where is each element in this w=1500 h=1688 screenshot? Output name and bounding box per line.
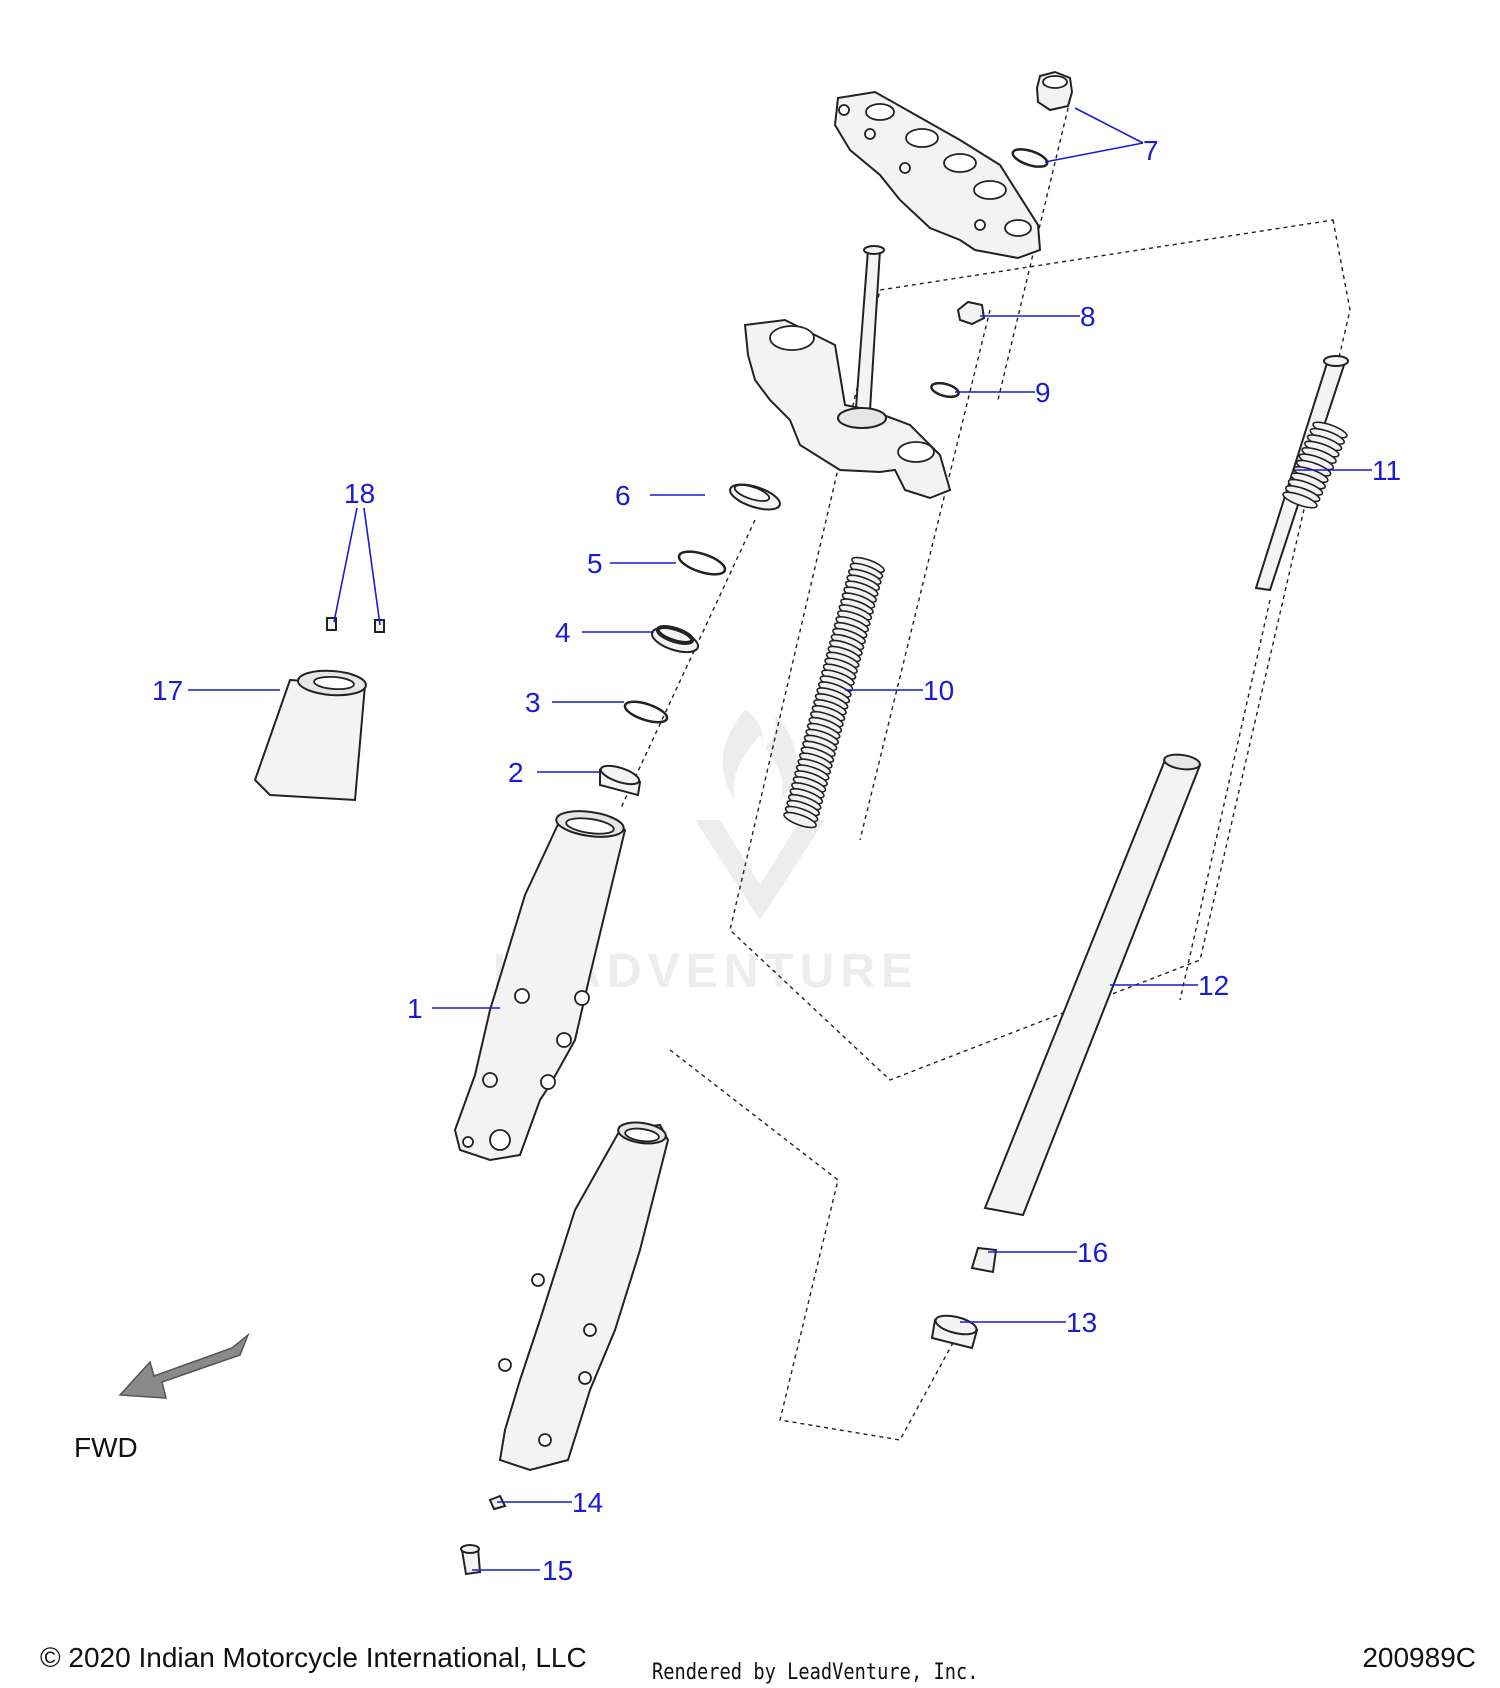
part-1-outer-fork-slider <box>453 810 627 1162</box>
part-13-bushing <box>930 1314 979 1350</box>
callout-16: 16 <box>1077 1237 1108 1268</box>
dashed-line-6-2 <box>619 519 756 811</box>
copyright-text: © 2020 Indian Motorcycle International, … <box>40 1642 587 1673</box>
callout-13: 13 <box>1066 1307 1097 1338</box>
callout-8: 8 <box>1080 301 1096 332</box>
callout-7: 7 <box>1143 135 1159 166</box>
part-15-bolt <box>460 1544 482 1576</box>
part-3-washer <box>623 700 669 724</box>
part-6-cap <box>729 483 781 511</box>
callout-18: 18 <box>344 478 375 509</box>
drawing-code: 200989C <box>1362 1642 1476 1673</box>
damper-spring-coil <box>1282 491 1318 509</box>
leader-7 <box>1044 107 1144 163</box>
part-7-nut-and-oring <box>1011 70 1074 168</box>
forward-label: FWD <box>74 1432 138 1463</box>
arrow-icon <box>118 1332 250 1399</box>
part-18-screws <box>326 617 385 633</box>
dashed-line-9-10 <box>859 309 991 841</box>
callout-6: 6 <box>615 480 631 511</box>
callout-5: 5 <box>587 548 603 579</box>
part-8-nut <box>956 300 986 326</box>
callout-4: 4 <box>555 617 571 648</box>
v-watermark-icon <box>695 820 825 920</box>
dashed-loop-lower <box>669 1049 961 1441</box>
spring-coil <box>783 811 817 829</box>
callout-3: 3 <box>525 687 541 718</box>
part-10-fork-spring <box>783 556 885 829</box>
callout-labels: 7 8 9 11 6 5 4 3 2 10 12 1 16 13 14 15 1… <box>152 135 1401 1586</box>
leader-lines <box>188 107 1372 1571</box>
part-17-fork-guard <box>253 669 367 802</box>
callout-9: 9 <box>1035 377 1051 408</box>
forward-direction-arrow <box>118 1332 250 1399</box>
callout-10: 10 <box>923 675 954 706</box>
part-5-snap-ring <box>677 550 727 576</box>
callout-15: 15 <box>542 1555 573 1586</box>
flame-watermark-icon <box>722 710 797 800</box>
part-4-oil-seal <box>650 625 700 654</box>
part-2-bushing <box>599 764 642 797</box>
part-16-bushing <box>970 1246 998 1274</box>
part-9-washer <box>930 381 960 399</box>
part-11-damper-rod <box>1254 355 1349 592</box>
callout-14: 14 <box>572 1487 603 1518</box>
callout-2: 2 <box>508 757 524 788</box>
callout-1: 1 <box>407 993 423 1024</box>
callout-12: 12 <box>1198 970 1229 1001</box>
dashed-loop-upper <box>729 219 1351 1081</box>
callout-17: 17 <box>152 675 183 706</box>
lower-triple-clamp <box>743 245 952 500</box>
upper-triple-clamp <box>833 90 1042 260</box>
dashed-line-11-12 <box>1179 599 1271 1001</box>
part-12-fork-tube <box>983 753 1202 1217</box>
rendered-by-text: Rendered by LeadVenture, Inc. <box>652 1660 979 1685</box>
callout-11: 11 <box>1372 455 1401 486</box>
leader-18 <box>333 507 381 626</box>
outer-fork-slider-lower <box>498 1121 670 1472</box>
